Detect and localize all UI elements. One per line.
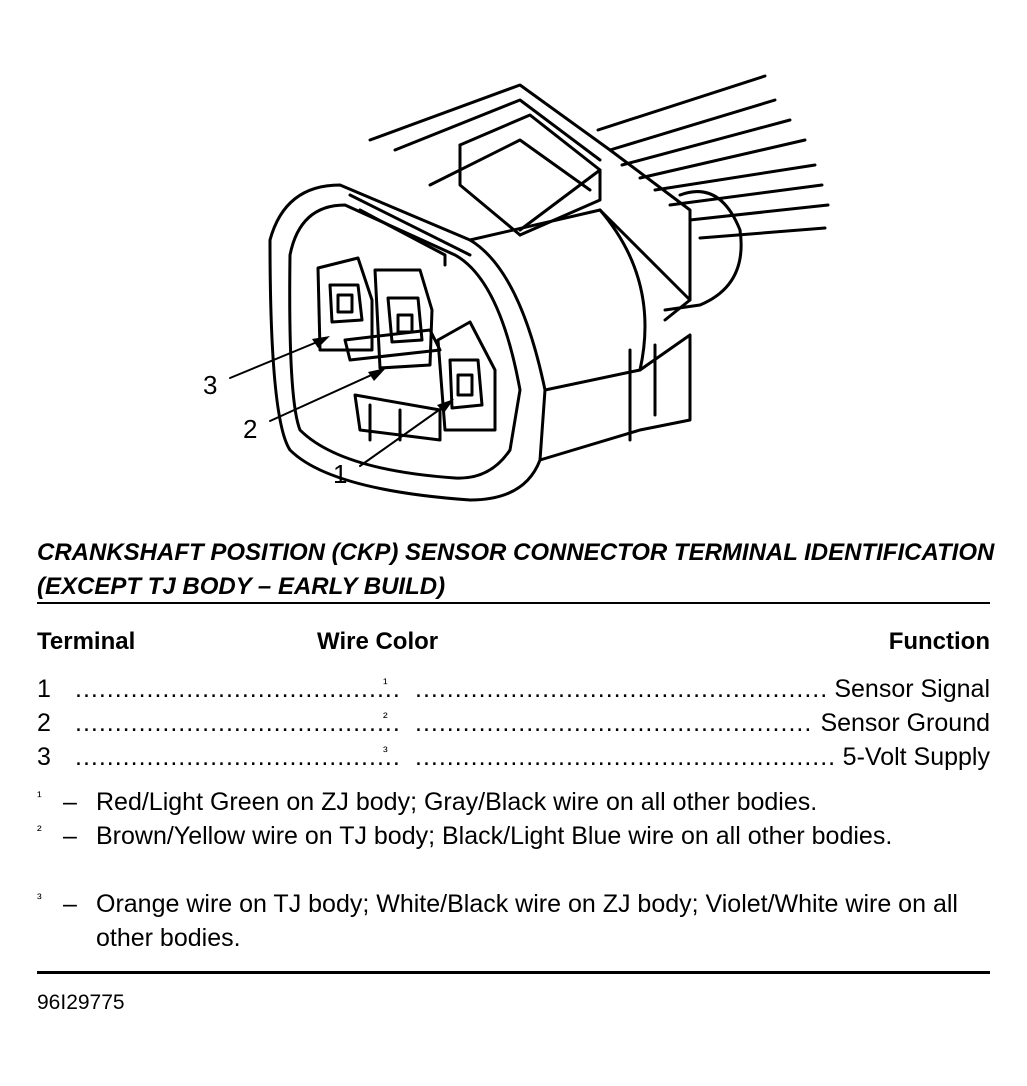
table-row: 3 ......................................… xyxy=(37,740,990,774)
table-row: 2 ......................................… xyxy=(37,706,990,740)
footnote-text: Red/Light Green on ZJ body; Gray/Black w… xyxy=(96,788,818,816)
footnote-marker: ² xyxy=(37,822,42,838)
terminal-function: Sensor Ground xyxy=(814,706,990,740)
connector-housing xyxy=(268,183,547,502)
footnote-marker: ³ xyxy=(37,890,42,906)
figure-id: 96I29775 xyxy=(37,991,125,1014)
wire-color-ref: ² xyxy=(383,709,388,725)
connector-latch xyxy=(368,83,692,322)
column-header-function: Function xyxy=(888,628,990,655)
callout-terminal-3: 3 xyxy=(203,370,218,400)
terminal-number: 3 xyxy=(37,743,51,771)
table-row: 1 ......................................… xyxy=(37,672,990,706)
footnote-text: Orange wire on TJ body; White/Black wire… xyxy=(96,890,958,952)
wire-color-ref: ¹ xyxy=(383,675,388,691)
terminal-function: 5-Volt Supply xyxy=(836,740,990,774)
footnote-dash: – xyxy=(63,890,77,918)
terminal-number: 1 xyxy=(37,675,51,703)
terminal-cavity-3 xyxy=(316,256,374,352)
wire-bundle xyxy=(596,74,830,240)
column-header-terminal: Terminal xyxy=(37,628,136,655)
leader-dots: ........................................… xyxy=(75,709,400,737)
connector-rear-boot xyxy=(663,190,743,312)
leader-dots: ........................................… xyxy=(75,743,400,771)
figure-title: CRANKSHAFT POSITION (CKP) SENSOR CONNECT… xyxy=(37,539,995,600)
callout-terminal-2: 2 xyxy=(243,414,258,444)
top-divider xyxy=(37,602,990,604)
callout-arrows xyxy=(229,339,447,467)
footnote-dash: – xyxy=(63,822,77,850)
terminal-cavity-1 xyxy=(436,320,497,432)
footnote-text: Brown/Yellow wire on TJ body; Black/Ligh… xyxy=(96,822,893,850)
column-header-wire-color: Wire Color xyxy=(317,628,439,655)
bottom-divider xyxy=(37,971,990,974)
callout-terminal-1: 1 xyxy=(333,459,348,489)
connector-illustration xyxy=(229,74,830,502)
footnote-marker: ¹ xyxy=(37,788,42,804)
leader-dots: ........................................… xyxy=(75,675,400,703)
terminal-number: 2 xyxy=(37,709,51,737)
footnote-dash: – xyxy=(63,788,77,816)
terminal-function: Sensor Signal xyxy=(828,672,990,706)
wire-color-ref: ³ xyxy=(383,743,388,759)
